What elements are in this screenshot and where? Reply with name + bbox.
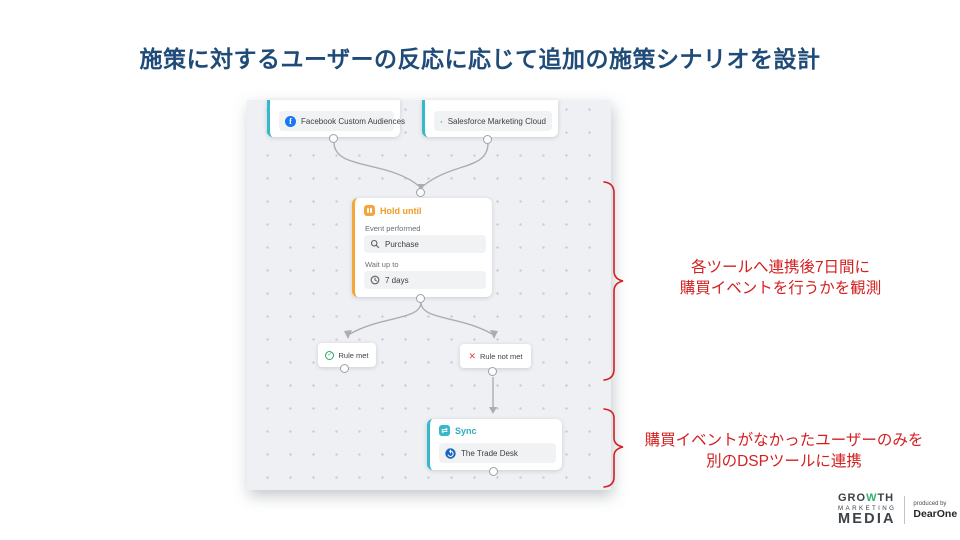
green-w-check-icon: W [866, 492, 878, 504]
annotation-upper-line2: 購買イベントを行うかを観測 [679, 280, 882, 298]
event-value: Purchase [385, 239, 419, 249]
produced-by-label: produced by [913, 500, 947, 507]
flow-connectors [333, 142, 498, 414]
node-salesforce-marketing-cloud[interactable]: Salesforce Marketing Cloud [422, 100, 558, 137]
wait-up-to-label: Wait up to [365, 260, 399, 269]
node-rule-not-met[interactable]: ✕ Rule not met [460, 344, 531, 368]
connector-salesforce-to-hold [422, 143, 489, 187]
annotation-lower-line1: 購買イベントがなかったユーザーのみを [644, 432, 924, 449]
logo-media: MEDIA [838, 510, 896, 527]
trade-desk-icon [445, 447, 456, 459]
logo-growth: GROWTH [838, 492, 895, 504]
clock-icon [370, 275, 380, 285]
facebook-destination-pill[interactable]: f Facebook Custom Audiences [279, 111, 405, 131]
annotation-lower: 購買イベントがなかったユーザーのみを 別のDSPツールに連携 [628, 430, 940, 473]
connection-port[interactable] [329, 134, 338, 143]
connection-port[interactable] [416, 188, 425, 197]
logo-marketing: MARKETING [838, 504, 897, 512]
connection-port[interactable] [340, 364, 349, 373]
workflow-canvas: f Facebook Custom Audiences Salesforce M… [247, 100, 611, 490]
wait-value: 7 days [385, 275, 409, 285]
sync-icon: ⇄ [439, 425, 450, 436]
facebook-node-label: Facebook Custom Audiences [301, 116, 406, 126]
arrowhead-icon [490, 330, 498, 339]
pause-icon [364, 205, 375, 216]
footer-logo: GROWTH MARKETING MEDIA produced by DearO… [838, 492, 957, 527]
growth-marketing-media-logo: GROWTH MARKETING MEDIA [838, 492, 897, 527]
event-value-field[interactable]: Purchase [364, 235, 486, 253]
annotation-brace-upper [603, 181, 624, 381]
hold-until-header: Hold until [364, 205, 422, 216]
rule-not-met-label: Rule not met [480, 351, 523, 361]
search-event-icon [370, 239, 380, 249]
dearone-logo: produced by DearOne [913, 501, 957, 520]
annotation-lower-line2: 別のDSPツールに連携 [706, 453, 862, 471]
rule-met-label: Rule met [338, 350, 369, 360]
sync-destination: The Trade Desk [461, 448, 518, 458]
event-performed-label: Event performed [365, 224, 421, 233]
sync-title: Sync [455, 425, 477, 436]
logo-divider [904, 496, 906, 525]
salesforce-destination-pill[interactable]: Salesforce Marketing Cloud [434, 111, 552, 131]
x-icon: ✕ [468, 350, 476, 361]
connection-port[interactable] [488, 367, 497, 376]
node-hold-until[interactable]: Hold until Event performed Purchase Wait… [352, 198, 492, 297]
cloud-icon [440, 120, 443, 122]
annotation-upper: 各ツールへ連携後7日間に 購買イベントを行うかを観測 [628, 257, 933, 300]
node-facebook-custom-audiences[interactable]: f Facebook Custom Audiences [267, 100, 405, 137]
arrowhead-icon [344, 330, 352, 339]
facebook-icon: f [285, 115, 296, 127]
slide-title: 施策に対するユーザーの反応に応じて追加の施策シナリオを設計 [139, 46, 821, 72]
check-circle-icon: ✓ [325, 350, 335, 360]
connection-port[interactable] [489, 467, 498, 476]
connection-port[interactable] [416, 294, 425, 303]
annotation-upper-line1: 各ツールへ連携後7日間に [690, 259, 871, 276]
connection-port[interactable] [483, 135, 492, 144]
sync-destination-pill[interactable]: The Trade Desk [439, 443, 556, 463]
hold-until-title: Hold until [380, 205, 422, 216]
arrowhead-icon [417, 184, 425, 191]
node-rule-met[interactable]: ✓ Rule met [318, 343, 376, 367]
annotation-brace-lower [603, 408, 624, 488]
connector-hold-to-rule-met [349, 302, 422, 335]
node-sync[interactable]: ⇄ Sync The Trade Desk [427, 419, 562, 470]
connector-hold-to-rule-not-met [420, 302, 493, 335]
wait-value-field[interactable]: 7 days [364, 271, 486, 289]
sync-header: ⇄ Sync [439, 425, 477, 436]
arrowhead-icon [489, 407, 497, 414]
connector-facebook-to-hold [333, 142, 420, 187]
salesforce-node-label: Salesforce Marketing Cloud [447, 116, 546, 126]
dearone-brand: DearOne [913, 507, 958, 520]
